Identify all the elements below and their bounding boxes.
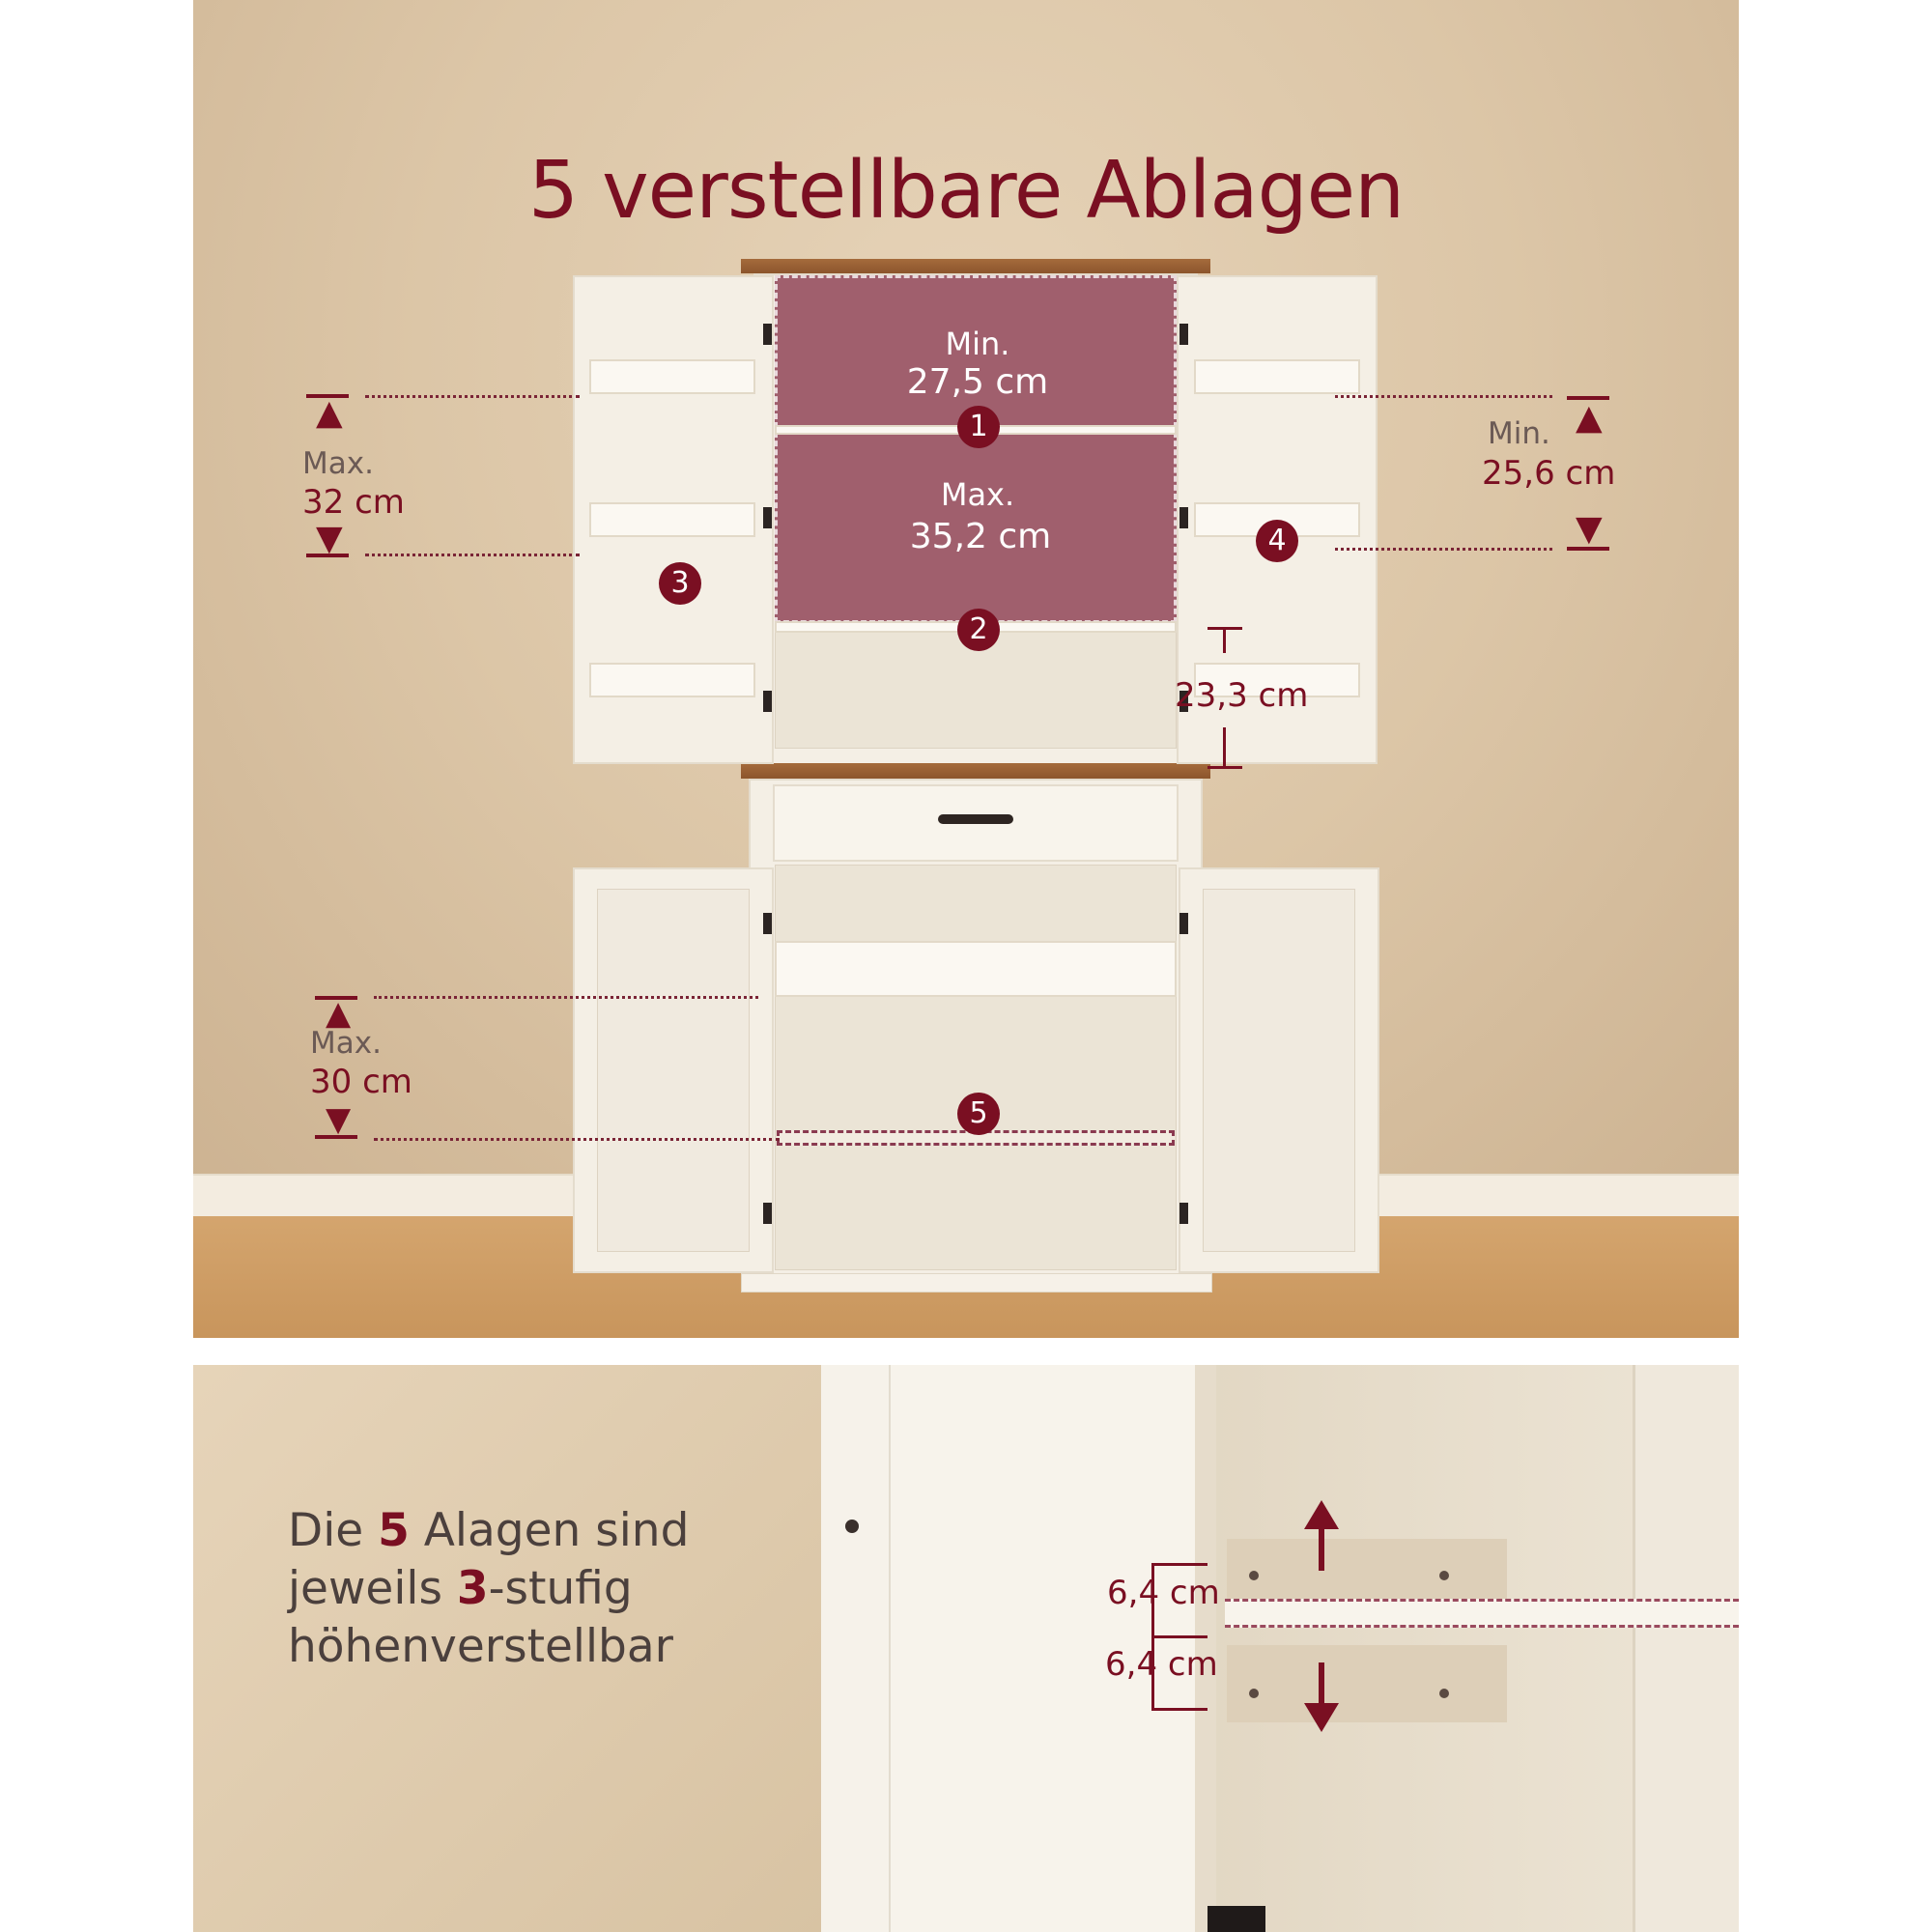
hinge bbox=[763, 691, 772, 712]
door-hinge bbox=[1208, 1906, 1265, 1932]
measure-line bbox=[1223, 628, 1226, 653]
cabinet-frame bbox=[1195, 1365, 1216, 1932]
right-upper-prefix: Min. bbox=[1488, 416, 1550, 451]
measure-guide-line bbox=[374, 1138, 780, 1141]
adjustable-shelf bbox=[1225, 1599, 1739, 1628]
description-line-2: jeweils 3-stufig bbox=[288, 1560, 689, 1618]
description-highlight: 3 bbox=[456, 1562, 489, 1615]
arrow-down-icon: ▼ bbox=[316, 519, 343, 558]
pull-out-tray[interactable] bbox=[775, 941, 1177, 997]
arrow-up-icon bbox=[1304, 1500, 1339, 1529]
left-upper-prefix: Max. bbox=[302, 446, 374, 481]
hinge bbox=[763, 507, 772, 528]
door-rack-left-1 bbox=[589, 359, 755, 394]
hinge bbox=[1179, 913, 1188, 934]
shelf-badge-4: 4 bbox=[1256, 520, 1298, 562]
shelf-badge-3: 3 bbox=[659, 562, 701, 605]
hinge bbox=[763, 913, 772, 934]
hinge bbox=[1179, 507, 1188, 528]
hinge bbox=[1179, 691, 1188, 712]
measure-cap bbox=[1567, 547, 1609, 551]
shelf-badge-2: 2 bbox=[957, 609, 1000, 651]
description-text: Die bbox=[288, 1504, 379, 1557]
door-edge bbox=[1633, 1365, 1739, 1932]
shelf-badge-5: 5 bbox=[957, 1093, 1000, 1135]
drawer-handle[interactable] bbox=[938, 814, 1013, 824]
hinge bbox=[1179, 1203, 1188, 1224]
shelf-bracket bbox=[1227, 1645, 1507, 1722]
door-rack-right-1 bbox=[1194, 359, 1360, 394]
description-highlight: 5 bbox=[378, 1504, 410, 1557]
arrow-up-icon: ▲ bbox=[316, 393, 343, 433]
pin-hole bbox=[1439, 1571, 1449, 1580]
center-gap-value: 23,3 cm bbox=[1175, 676, 1309, 715]
zone1-prefix: Min. bbox=[945, 326, 1010, 362]
measure-guide-line bbox=[1335, 395, 1552, 398]
description-line-3: höhenverstellbar bbox=[288, 1620, 673, 1673]
measure-cap bbox=[306, 554, 349, 557]
page-title: 5 verstellbare Ablagen bbox=[527, 144, 1405, 237]
description-text: Alagen sind bbox=[409, 1504, 690, 1557]
step-down-value: 6,4 cm bbox=[1105, 1645, 1218, 1684]
counter-board bbox=[741, 763, 1210, 779]
pin-hole bbox=[1249, 1689, 1259, 1698]
right-upper-value: 25,6 cm bbox=[1482, 454, 1616, 493]
measure-bracket bbox=[1151, 1563, 1208, 1566]
door-panel-inset bbox=[1203, 889, 1355, 1252]
pin-hole bbox=[845, 1520, 859, 1533]
left-lower-prefix: Max. bbox=[310, 1026, 382, 1061]
description-text: -stufig bbox=[488, 1562, 633, 1615]
hinge bbox=[763, 1203, 772, 1224]
zone1-value: 27,5 cm bbox=[906, 362, 1049, 402]
arrow-shaft bbox=[1319, 1662, 1324, 1706]
shelf-badge-1: 1 bbox=[957, 406, 1000, 448]
shelf-bracket bbox=[1227, 1539, 1507, 1606]
measure-guide-line bbox=[365, 395, 580, 398]
measure-line bbox=[1223, 727, 1226, 768]
pin-hole bbox=[1249, 1571, 1259, 1580]
measure-guide-line bbox=[374, 996, 758, 999]
arrow-down-icon: ▼ bbox=[1576, 509, 1603, 549]
step-up-value: 6,4 cm bbox=[1107, 1574, 1220, 1612]
feature-description: Die 5 Alagen sind jeweils 3-stufig höhen… bbox=[288, 1502, 689, 1676]
section-divider bbox=[193, 1338, 1739, 1365]
measure-cap bbox=[306, 394, 349, 398]
measure-cap bbox=[315, 996, 357, 1000]
door-rack-left-2 bbox=[589, 502, 755, 537]
arrow-shaft bbox=[1319, 1527, 1324, 1571]
shelf-zone-1 bbox=[775, 275, 1177, 428]
description-panel bbox=[193, 1365, 821, 1932]
cabinet-top-board bbox=[741, 259, 1210, 273]
door-rack-left-3 bbox=[589, 663, 755, 697]
shelf-detail-photo bbox=[821, 1365, 1739, 1932]
hinge bbox=[763, 324, 772, 345]
cabinet-base bbox=[741, 1273, 1212, 1293]
product-poster: 5 verstellbare Ablagen bbox=[193, 0, 1739, 1932]
zone2-prefix: Max. bbox=[940, 476, 1015, 513]
door-panel-inset bbox=[597, 889, 750, 1252]
door-rack-right-3 bbox=[1194, 663, 1360, 697]
hinge bbox=[1179, 324, 1188, 345]
measure-bracket bbox=[1151, 1635, 1208, 1638]
measure-line bbox=[1151, 1563, 1154, 1711]
measure-guide-line bbox=[1335, 548, 1552, 551]
arrow-down-icon: ▼ bbox=[326, 1100, 352, 1139]
measure-bracket bbox=[1151, 1708, 1208, 1711]
arrow-down-icon bbox=[1304, 1703, 1339, 1732]
measure-guide-line bbox=[365, 554, 580, 556]
measure-cap bbox=[1567, 396, 1609, 400]
description-line-1: Die 5 Alagen sind bbox=[288, 1502, 689, 1560]
cabinet-side-panel bbox=[821, 1365, 891, 1932]
pin-hole bbox=[1439, 1689, 1449, 1698]
left-upper-value: 32 cm bbox=[302, 483, 405, 522]
measure-cap bbox=[315, 1135, 357, 1139]
left-lower-value: 30 cm bbox=[310, 1063, 412, 1101]
lower-cabinet-interior bbox=[775, 865, 1177, 1270]
arrow-up-icon: ▲ bbox=[1576, 398, 1603, 438]
description-text: jeweils bbox=[288, 1562, 457, 1615]
door-panel bbox=[891, 1365, 1195, 1932]
arrow-up-icon: ▲ bbox=[326, 994, 352, 1033]
zone2-value: 35,2 cm bbox=[909, 517, 1052, 556]
